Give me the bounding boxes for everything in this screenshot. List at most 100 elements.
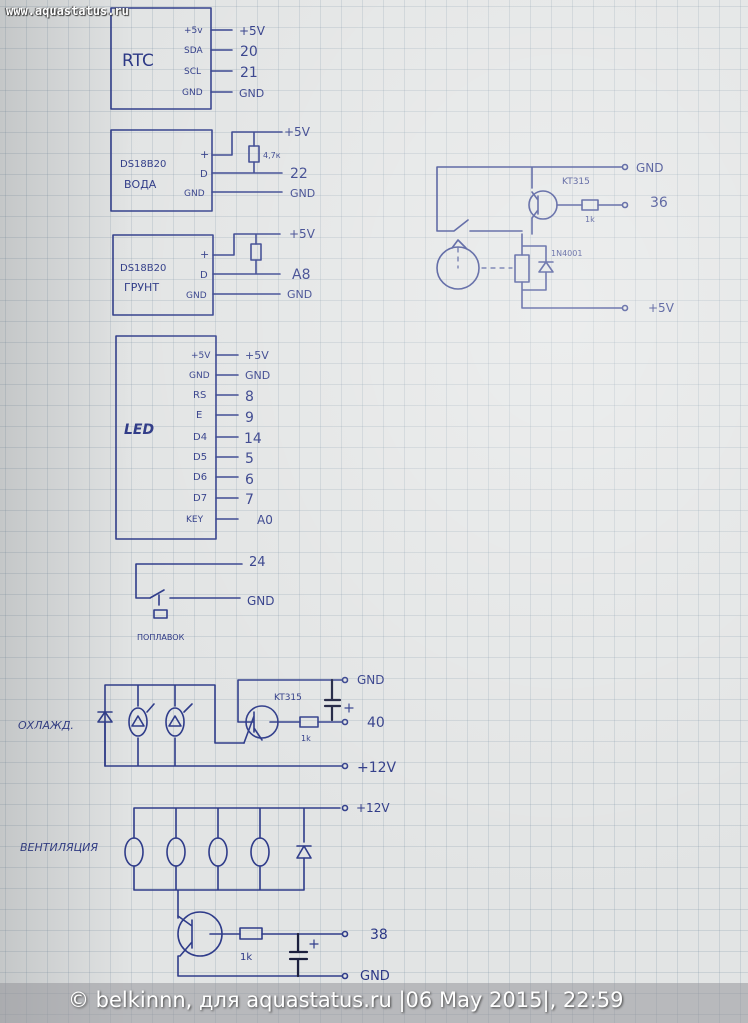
float-body — [153, 609, 168, 619]
vent-net-3: GND — [360, 969, 390, 984]
led-pin-9: KEY — [186, 515, 204, 525]
rtc-pin-4: GND — [182, 88, 203, 98]
cooling-terminal-1 — [341, 676, 349, 684]
vent-capacitor — [288, 932, 309, 978]
relay-transistor — [528, 190, 558, 220]
vent-fan-2 — [166, 837, 186, 867]
water-pullup-resistor — [248, 145, 260, 163]
cooling-terminal-3 — [341, 762, 349, 770]
vent-capacitor-plus — [309, 939, 319, 949]
led-display: LED +5V GND RS E D4 D5 D6 D7 KEY +5V GND… — [115, 335, 273, 540]
water-sensor-subname: ВОДА — [124, 178, 157, 191]
relay-coil-wiring — [521, 233, 623, 309]
led-label: LED — [124, 422, 154, 438]
soil-pin-2: D — [200, 270, 208, 281]
led-net-5: 14 — [244, 431, 262, 447]
vent-resistor-label: 1k — [240, 952, 252, 963]
float-wiring — [135, 563, 243, 606]
led-pin-6: D5 — [193, 452, 207, 463]
water-pin-3: GND — [184, 189, 205, 199]
relay-circuit: KT315 1k 1N4001 GND 36 +5V — [436, 161, 675, 315]
led-pin-8: D7 — [193, 493, 207, 504]
soil-sensor-name: DS18B20 — [120, 263, 166, 274]
ventilation-wiring — [133, 807, 341, 919]
float-net-1: 24 — [249, 555, 266, 570]
led-pin-2: GND — [189, 371, 210, 381]
led-pin-7: D6 — [193, 472, 207, 483]
relay-mechanical-link — [457, 247, 513, 269]
soil-pin-3: GND — [186, 291, 207, 301]
vent-terminal-1 — [341, 804, 349, 812]
rtc-module: RTC +5v SDA SCL GND +5V 20 21 GND — [110, 7, 266, 110]
cooling-diode — [97, 711, 113, 767]
cooling-fan-2-symbol — [168, 703, 193, 727]
cooling-base-resistor — [299, 716, 319, 728]
vent-diode — [296, 845, 312, 859]
relay-net-3: +5V — [648, 301, 675, 315]
ventilation-label: ВЕНТИЛЯЦИЯ — [20, 841, 98, 854]
cooling-fan-1 — [128, 707, 148, 737]
ventilation-circuit: ВЕНТИЛЯЦИЯ 1k +12V 38 GND — [20, 801, 390, 984]
vent-terminal-3 — [341, 972, 349, 980]
relay-coil — [514, 254, 530, 283]
rtc-net-2: 20 — [240, 44, 258, 60]
cooling-net-3: +12V — [357, 760, 397, 776]
cooling-net-1: GND — [357, 673, 385, 687]
cooling-capacitor — [323, 678, 342, 722]
water-net-3: GND — [290, 187, 315, 200]
vent-terminal-2 — [341, 930, 349, 938]
soil-sensor-box — [112, 234, 214, 316]
relay-terminal-3 — [621, 304, 629, 312]
relay-transistor-label: KT315 — [562, 177, 590, 187]
soil-sensor-subname: ГРУНТ — [124, 281, 159, 294]
relay-net-1: GND — [636, 161, 664, 175]
led-net-4: 9 — [245, 410, 254, 426]
led-net-8: 7 — [245, 492, 254, 508]
cooling-fan-1-symbol — [131, 703, 155, 727]
cooling-fan-2 — [165, 707, 185, 737]
soil-pullup-resistor — [250, 243, 262, 261]
relay-top-wiring — [436, 166, 623, 235]
site-watermark: www.aquastatus.ru — [6, 4, 129, 18]
led-pin-5: D4 — [193, 432, 207, 443]
relay-net-2: 36 — [650, 195, 668, 211]
led-net-9: A0 — [257, 513, 273, 527]
vent-net-1: +12V — [356, 801, 390, 815]
vent-base-resistor — [239, 927, 263, 940]
cooling-transistor-label: KT315 — [274, 693, 302, 703]
rtc-pin-3: SCL — [184, 67, 201, 77]
relay-diode-label: 1N4001 — [551, 249, 582, 258]
led-net-6: 5 — [245, 451, 254, 467]
vent-fan-4 — [250, 837, 270, 867]
water-pin-1: + — [200, 148, 209, 161]
led-net-7: 6 — [245, 472, 254, 488]
cooling-transistor-leads — [237, 679, 343, 744]
rtc-net-3: 21 — [240, 65, 258, 81]
soil-sensor: DS18B20 ГРУНТ + D GND +5V A8 GND — [112, 227, 316, 316]
water-sensor-box — [110, 129, 213, 212]
vent-fan-3 — [208, 837, 228, 867]
led-pin-4: E — [196, 410, 202, 421]
led-pin-1: +5V — [191, 351, 211, 361]
pump-motor — [436, 246, 480, 290]
rtc-net-4: GND — [239, 87, 264, 100]
water-net-2: 22 — [290, 166, 308, 182]
soil-net-1: +5V — [289, 227, 316, 241]
cooling-terminal-2 — [341, 718, 349, 726]
rtc-box — [110, 7, 212, 110]
water-sensor: DS18B20 ВОДА + D GND 4,7к +5V 22 GND — [110, 125, 315, 212]
relay-resistor-label: 1k — [585, 215, 595, 224]
rtc-pin-2: SDA — [184, 46, 203, 56]
cooling-net-2: 40 — [367, 715, 385, 731]
vent-fan-1 — [124, 837, 144, 867]
water-sensor-name: DS18B20 — [120, 159, 166, 170]
cooling-resistor-label: 1k — [301, 734, 311, 743]
vent-net-2: 38 — [370, 927, 388, 943]
water-wiring — [211, 131, 283, 193]
cooling-capacitor-plus — [344, 703, 354, 713]
rtc-label: RTC — [122, 51, 154, 71]
relay-terminal-1 — [621, 163, 629, 171]
relay-base-resistor — [581, 199, 599, 211]
float-net-2: GND — [247, 594, 275, 608]
